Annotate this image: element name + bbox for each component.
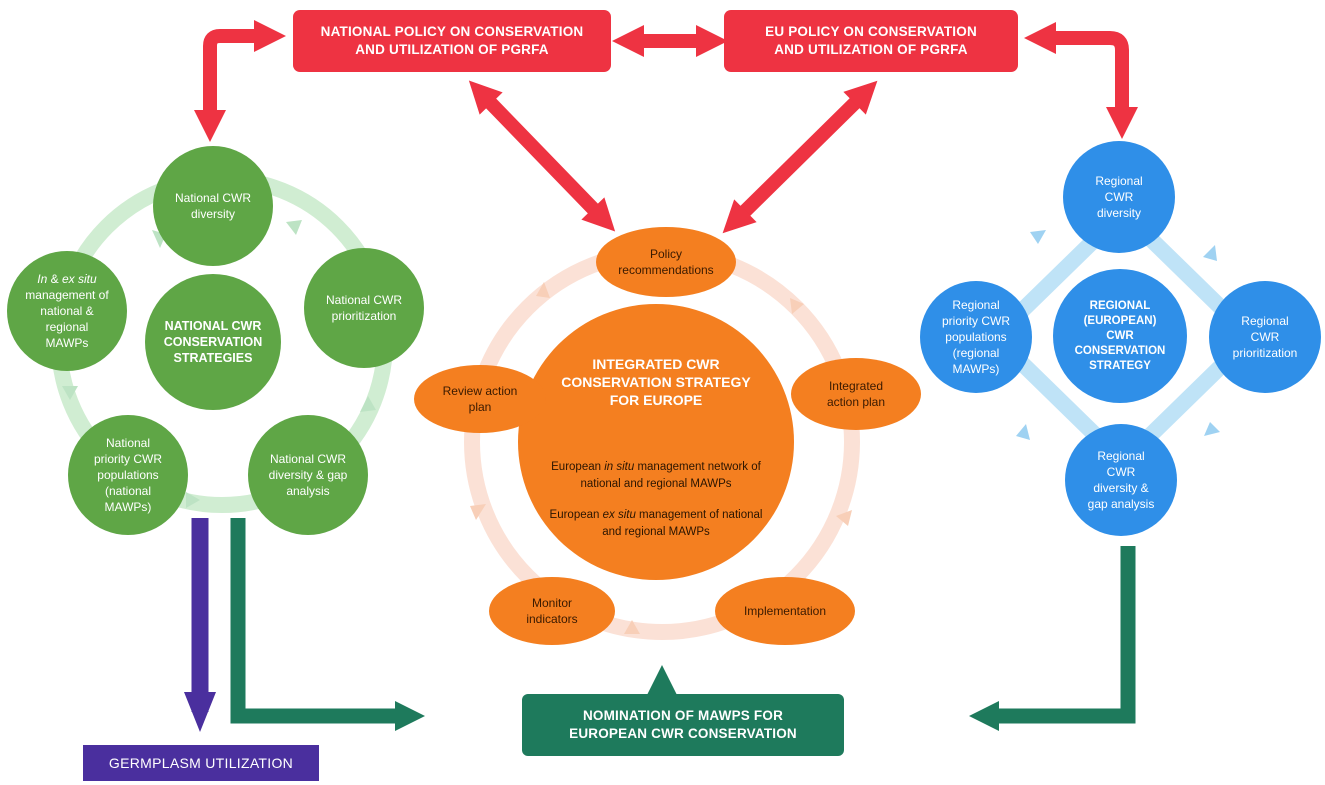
national-policy-box <box>293 10 611 72</box>
national-management-circle <box>7 251 127 371</box>
integrated-cycle-arrows <box>470 282 852 634</box>
national-gap-circle <box>248 415 368 535</box>
regional-prioritization-circle <box>1209 281 1321 393</box>
integrated-action-plan-ellipse <box>791 358 921 430</box>
monitor-indicators-ellipse <box>489 577 615 645</box>
red-arrow-national-left <box>194 20 286 142</box>
policy-recommendations-ellipse <box>596 227 736 297</box>
teal-arrow-regional-nomination <box>969 546 1136 731</box>
national-populations-circle <box>68 415 188 535</box>
germplasm-box <box>83 745 319 781</box>
national-diversity-circle <box>153 146 273 266</box>
national-prioritization-circle <box>304 248 424 368</box>
regional-cycle-arrows <box>1016 230 1220 440</box>
red-arrow-eu-right <box>1024 22 1138 139</box>
red-arrow-eu-center <box>722 80 878 234</box>
regional-diversity-circle <box>1063 141 1175 253</box>
nomination-box <box>522 694 844 756</box>
regional-strategy-circle <box>1053 269 1187 403</box>
national-strategies-circle <box>145 274 281 410</box>
teal-arrow-national-nomination <box>230 518 425 731</box>
integrated-strategy-circle <box>518 304 794 580</box>
review-action-plan-ellipse <box>414 365 546 433</box>
regional-populations-circle <box>920 281 1032 393</box>
eu-policy-box <box>724 10 1018 72</box>
red-arrow-national-center <box>468 80 616 232</box>
implementation-ellipse <box>715 577 855 645</box>
regional-gap-circle <box>1065 424 1177 536</box>
